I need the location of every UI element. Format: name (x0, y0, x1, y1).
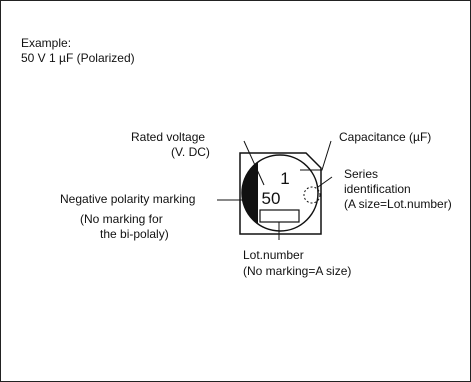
series-label-line2: identification (344, 182, 411, 196)
example-subtitle: 50 V 1 µF (Polarized) (21, 51, 135, 65)
negative-polarity-band (241, 162, 258, 224)
rated-voltage-value: 50 (262, 189, 281, 208)
rated-voltage-label: Rated voltage (131, 130, 206, 144)
series-leader (317, 176, 333, 188)
no-marking-line1: (No marking for (80, 212, 163, 226)
rated-voltage-leader (243, 140, 265, 186)
series-label-line1: Series (344, 167, 379, 181)
capacitance-leader (300, 140, 332, 171)
no-marking-line2: the bi-polaly) (100, 227, 169, 241)
negative-polarity-label: Negative polarity marking (60, 192, 196, 206)
lot-number-box (259, 209, 300, 223)
capacitance-value: 1 (280, 169, 289, 188)
capacitance-label: Capacitance (µF) (339, 130, 432, 144)
rated-voltage-unit: (V. DC) (171, 145, 210, 159)
series-label-line3: (A size=Lot.number) (344, 197, 452, 211)
lot-number-note: (No marking=A size) (243, 264, 352, 278)
lot-number-label: Lot.number (243, 248, 304, 262)
example-heading: Example: (21, 36, 72, 50)
series-identification-mark (303, 186, 321, 204)
